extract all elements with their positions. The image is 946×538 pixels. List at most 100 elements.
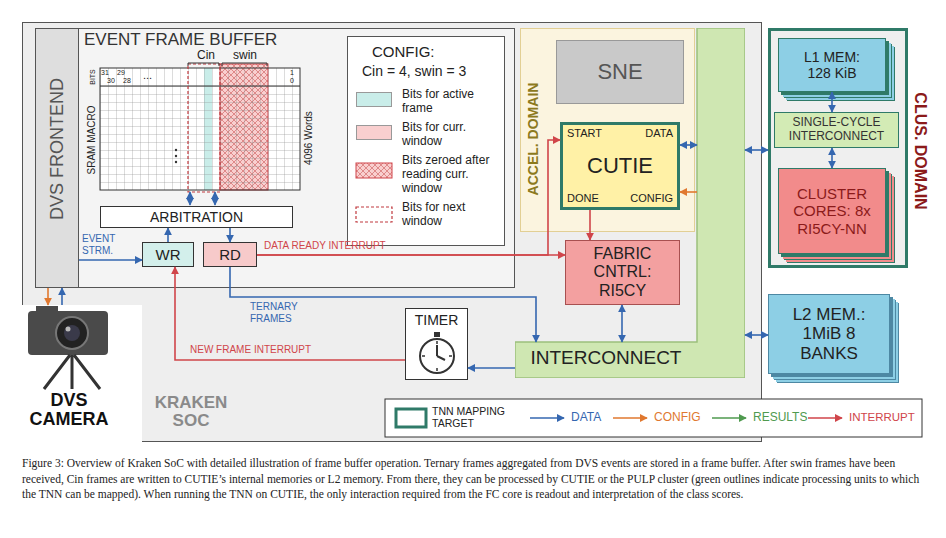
- fabric-controller: FABRIC CNTRL: RI5CY: [565, 240, 680, 305]
- next-window-outline: [188, 64, 220, 192]
- legend-text: Bits for curr. window: [402, 121, 498, 149]
- grid-outline: [100, 68, 300, 190]
- node-text: FABRIC CNTRL: RI5CY: [583, 245, 663, 300]
- legend-sample: [613, 417, 647, 419]
- node-text: L2 MEM.: 1MiB 8 BANKS: [789, 305, 869, 364]
- arbitration-port: [189, 192, 190, 205]
- node-text: Cin = 4, swin = 3: [362, 63, 466, 79]
- diagram-label: 4096 Words: [303, 111, 315, 165]
- arbitration-port: [214, 192, 215, 205]
- connector: [745, 149, 768, 151]
- legend-sample: [356, 163, 392, 178]
- edge-label: EVENT STRM.: [82, 233, 134, 257]
- cluster-domain: CLUS. DOMAINL1 MEM: 128 KiBSINGLE-CYCLE …: [768, 28, 908, 268]
- cutie-block: CUTIE START DATA DONE CONFIG: [560, 122, 680, 210]
- node-text: DVS CAMERA: [24, 391, 114, 429]
- figure-caption: Figure 3: Overview of Kraken SoC with de…: [22, 456, 927, 503]
- node-text: DONE: [567, 192, 599, 205]
- legend-text: DATA: [571, 411, 601, 425]
- legend-text: INTERRUPT: [849, 411, 915, 424]
- diagram-label: SRAM MACRO: [86, 106, 98, 175]
- node-text: CUTIE: [587, 153, 653, 178]
- edge-label: DATA READY INTERRUPT: [264, 240, 386, 252]
- diagram-label: ...: [143, 69, 152, 82]
- diagram-label: 30: [107, 77, 115, 85]
- node-text: CLUSTER CORES: 8x RI5CY-NN: [792, 185, 872, 237]
- connector: [229, 228, 231, 242]
- connector: [230, 267, 536, 342]
- legend-sample: [808, 417, 842, 419]
- accel-domain: ACCEL. DOMAIN SNE CUTIE START DATA DONE CONFIG: [520, 28, 695, 232]
- read-port: RD: [203, 242, 257, 267]
- connector: [621, 305, 623, 342]
- connector: [167, 228, 169, 242]
- arbitration-box: ARBITRATION: [100, 206, 293, 228]
- ellipsis-dot: [175, 155, 177, 157]
- connector: [680, 191, 697, 193]
- legend-sample: [396, 409, 426, 427]
- cluster-cores: CLUSTER CORES: 8x RI5CY-NN: [778, 168, 886, 254]
- window-brackets: [188, 63, 267, 66]
- dvs-camera: DVS CAMERA: [22, 305, 142, 442]
- legend-text: Bits zeroed after reading curr. window: [402, 154, 498, 195]
- legend-sample: [530, 417, 564, 419]
- node-text: SINGLE-CYCLE INTERCONNECT: [779, 116, 894, 144]
- node-text: INTERCONNECT: [515, 347, 697, 369]
- legend-sample: [356, 207, 392, 222]
- connector: [47, 288, 49, 305]
- l1-memory: L1 MEM: 128 KiB: [778, 38, 886, 92]
- diagram-label: 31: [101, 69, 109, 77]
- sne-block: SNE: [556, 40, 684, 104]
- legend-sample: [712, 417, 746, 419]
- node-text: ACCEL. DOMAIN: [525, 83, 541, 196]
- ellipsis-dot: [175, 161, 177, 163]
- diagram-label: 28: [123, 77, 131, 85]
- diagram-label: 0: [290, 77, 294, 85]
- single-cycle-interconnect: SINGLE-CYCLE INTERCONNECT: [774, 112, 899, 148]
- connector: [589, 210, 591, 240]
- legend-text: CONFIG: [654, 411, 701, 425]
- ellipsis-dot: [175, 149, 177, 151]
- grid-cells: [100, 86, 300, 190]
- legend-text: TNN MAPPING TARGET: [432, 405, 522, 429]
- legend-box: [385, 399, 922, 437]
- grid-header-line: [100, 86, 300, 87]
- write-port: WR: [142, 242, 194, 267]
- legend-text: Bits for next window: [402, 201, 498, 229]
- node-text: EVENT FRAME BUFFER: [84, 30, 277, 50]
- connector: [79, 259, 142, 261]
- edge-label: NEW FRAME INTERRUPT: [190, 344, 311, 356]
- connector: [680, 144, 697, 146]
- grid-header: [100, 68, 300, 86]
- node-text: CONFIG: [630, 192, 673, 205]
- connector: [831, 92, 833, 112]
- connector: [468, 367, 515, 369]
- diagram-label: Cin: [197, 49, 215, 63]
- legend-text: Bits for active frame: [402, 88, 498, 116]
- diagram-label: BITS: [89, 69, 97, 85]
- legend-swatch: [356, 125, 392, 140]
- diagram-label: 29: [117, 69, 125, 77]
- l2-memory: L2 MEM.: 1MiB 8 BANKS: [768, 294, 890, 374]
- node-text: ARBITRATION: [150, 209, 243, 225]
- diagram-label: 1: [290, 69, 294, 77]
- node-text: TIMER: [415, 312, 459, 328]
- node-text: CONFIG:: [372, 43, 435, 60]
- node-text: RD: [219, 246, 241, 263]
- edge-label: TERNARY FRAMES: [250, 301, 312, 324]
- connector: [257, 140, 560, 255]
- connector: [61, 288, 63, 305]
- node-text: CLUS. DOMAIN: [911, 92, 929, 209]
- node-text: L1 MEM: 128 KiB: [792, 49, 872, 81]
- legend-swatch: [356, 92, 392, 107]
- node-text: DATA: [645, 127, 673, 140]
- connector: [175, 267, 405, 360]
- node-text: SNE: [597, 59, 642, 84]
- node-text: START: [567, 127, 602, 140]
- legend-text: RESULTS: [753, 411, 807, 425]
- connector: [831, 148, 833, 168]
- node-text: KRAKEN SOC: [146, 394, 236, 430]
- connector: [745, 334, 768, 336]
- node-text: WR: [156, 246, 181, 263]
